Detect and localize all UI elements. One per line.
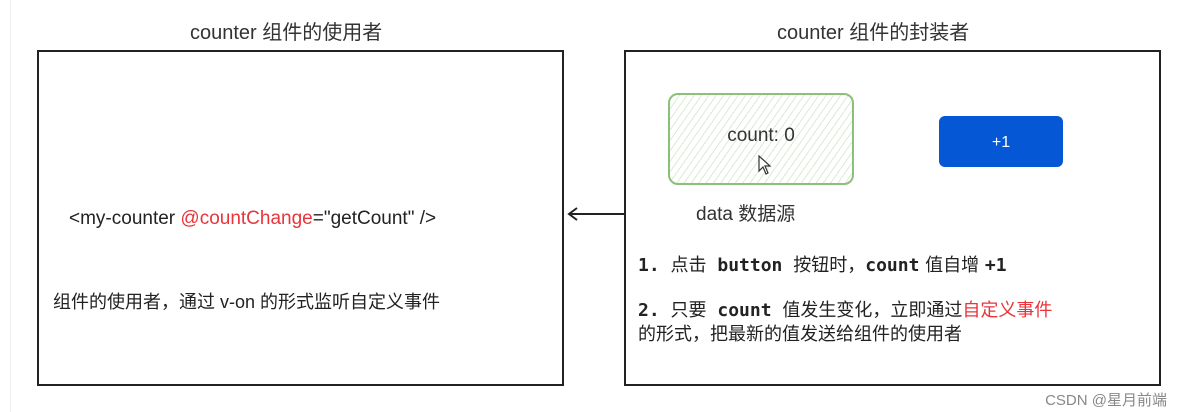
data-source-label: data 数据源	[696, 204, 796, 225]
step-text: 的形式，把最新的值发送给组件的使用者	[638, 324, 962, 345]
component-wrapper-box: count: 0 data 数据源 +1 1. 点击 button 按钮时，co…	[624, 50, 1161, 386]
page-edge-line	[10, 0, 11, 412]
step-2: 2. 只要 count 值发生变化，立即通过自定义事件 的形式，把最新的值发送给…	[638, 299, 1052, 347]
code-handler: ="getCount" />	[312, 208, 437, 229]
user-panel-title: counter 组件的使用者	[190, 22, 383, 44]
arrow-left-icon	[567, 207, 624, 221]
watermark: CSDN @星月前端	[1045, 392, 1167, 409]
data-source-box: count: 0	[668, 93, 854, 185]
step-text: 只要	[670, 300, 707, 321]
event-name: @countChange	[180, 208, 313, 229]
step-1: 1. 点击 button 按钮时，count 值自增 +1	[638, 251, 1007, 277]
step-number: 1.	[638, 255, 660, 276]
step-text: 值自增	[919, 255, 985, 276]
step-text: 点击	[670, 255, 707, 276]
wrapper-panel-title: counter 组件的封装者	[777, 22, 970, 44]
count-value: count: 0	[727, 125, 795, 146]
increment-button[interactable]: +1	[939, 116, 1063, 167]
user-description: 组件的使用者，通过 v-on 的形式监听自定义事件	[53, 292, 441, 312]
step-code: button	[706, 255, 794, 276]
code-tag: <my-counter	[69, 208, 181, 229]
component-usage-code: <my-counter @countChange="getCount" />	[69, 208, 436, 230]
component-user-box: <my-counter @countChange="getCount" /> 组…	[37, 50, 564, 386]
step-code: count	[865, 255, 920, 276]
step-number: 2.	[638, 300, 660, 321]
custom-event-highlight: 自定义事件	[962, 300, 1053, 321]
mouse-cursor-icon	[758, 155, 772, 175]
step-code: count	[706, 300, 783, 321]
step-text: 值发生变化，立即通过	[782, 300, 963, 321]
step-code: +1	[984, 255, 1007, 276]
step-text: 按钮时，	[793, 255, 866, 276]
